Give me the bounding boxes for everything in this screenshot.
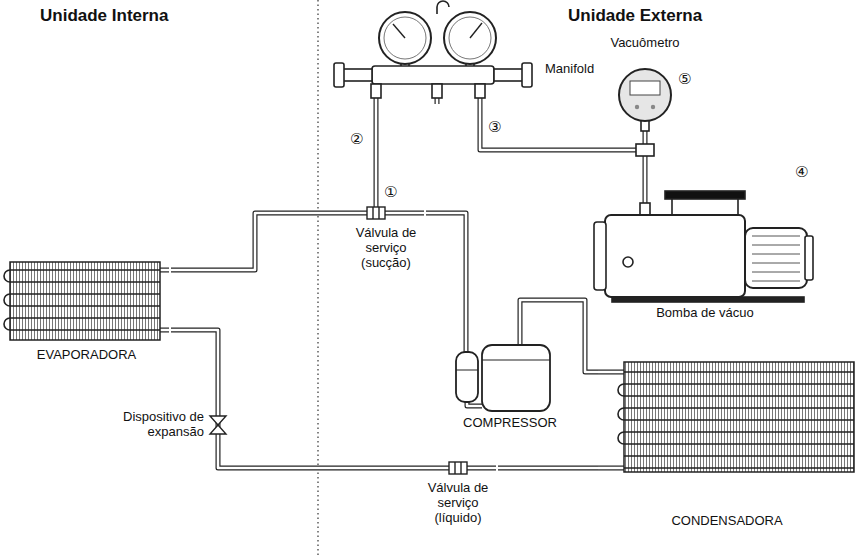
callout-number: ② [350, 130, 363, 148]
liquid-service-valve: Válvula de serviço (líquido) [420, 455, 498, 545]
divider-line [317, 0, 318, 558]
pump-handle [665, 191, 745, 199]
part-label: Vacuômetro [600, 35, 690, 50]
part-label: COMPRESSOR [450, 415, 570, 430]
condenser-coil [618, 362, 854, 472]
pipe-connector [498, 468, 598, 469]
text-slot: COMPRESSOR [450, 415, 570, 430]
pipe-connector [171, 213, 348, 270]
condenser: CONDENSADORA [598, 350, 858, 545]
pipe-connector [171, 330, 218, 400]
callout-number: ⑤ [678, 70, 691, 88]
callout-number: ③ [488, 118, 501, 136]
manifold-drawing [334, 1, 532, 98]
pipe-connector [645, 160, 646, 190]
pipe-connector [426, 213, 466, 338]
callout-number: ④ [795, 163, 808, 181]
vacuum-pump-drawing [594, 191, 813, 302]
text-slot: Válvula de serviço (líquido) [420, 480, 496, 525]
part-label: CONDENSADORA [598, 513, 856, 528]
callout-number: ① [384, 183, 397, 201]
text-slot: CONDENSADORA [598, 513, 856, 528]
section-heading: Unidade Externa [568, 6, 702, 26]
compressor: COMPRESSOR [450, 338, 572, 434]
part-label: EVAPORADORA [4, 347, 169, 362]
evaporator: EVAPORADORA [4, 258, 171, 370]
text-slot: Dispositivo de expansão [106, 409, 204, 439]
pipe-connector [520, 300, 598, 372]
part-label: Dispositivo de expansão [106, 409, 204, 439]
expansion-valve-symbol [210, 416, 226, 434]
text-slot: Válvula de serviço (sucção) [348, 225, 424, 270]
vacuometer: Vacuômetro [600, 35, 692, 160]
part-label: Bomba de vácuo [590, 305, 820, 320]
pipe-connector [480, 108, 600, 150]
manifold: Manifold [330, 0, 600, 108]
vacuum-pump: Bomba de vácuo [590, 190, 822, 335]
expansion-device: Dispositivo de expansão [106, 400, 230, 450]
pipe-connector [218, 450, 420, 468]
text-slot: Manifold [545, 61, 598, 76]
compressor-drawing [456, 345, 550, 411]
part-label: Válvula de serviço (líquido) [420, 480, 496, 525]
section-heading: Unidade Interna [40, 6, 168, 26]
part-label: Manifold [545, 61, 598, 76]
suction-service-valve: Válvula de serviço (sucção) [348, 204, 426, 284]
text-slot: EVAPORADORA [4, 347, 169, 362]
text-slot: Vacuômetro [600, 35, 690, 50]
part-label: Válvula de serviço (sucção) [348, 225, 424, 270]
pipe-stubs [160, 98, 645, 468]
vacuometer-drawing [619, 69, 671, 156]
pipe-connector [376, 108, 377, 204]
text-slot: Bomba de vácuo [590, 305, 820, 320]
evaporator-coil [4, 262, 160, 340]
